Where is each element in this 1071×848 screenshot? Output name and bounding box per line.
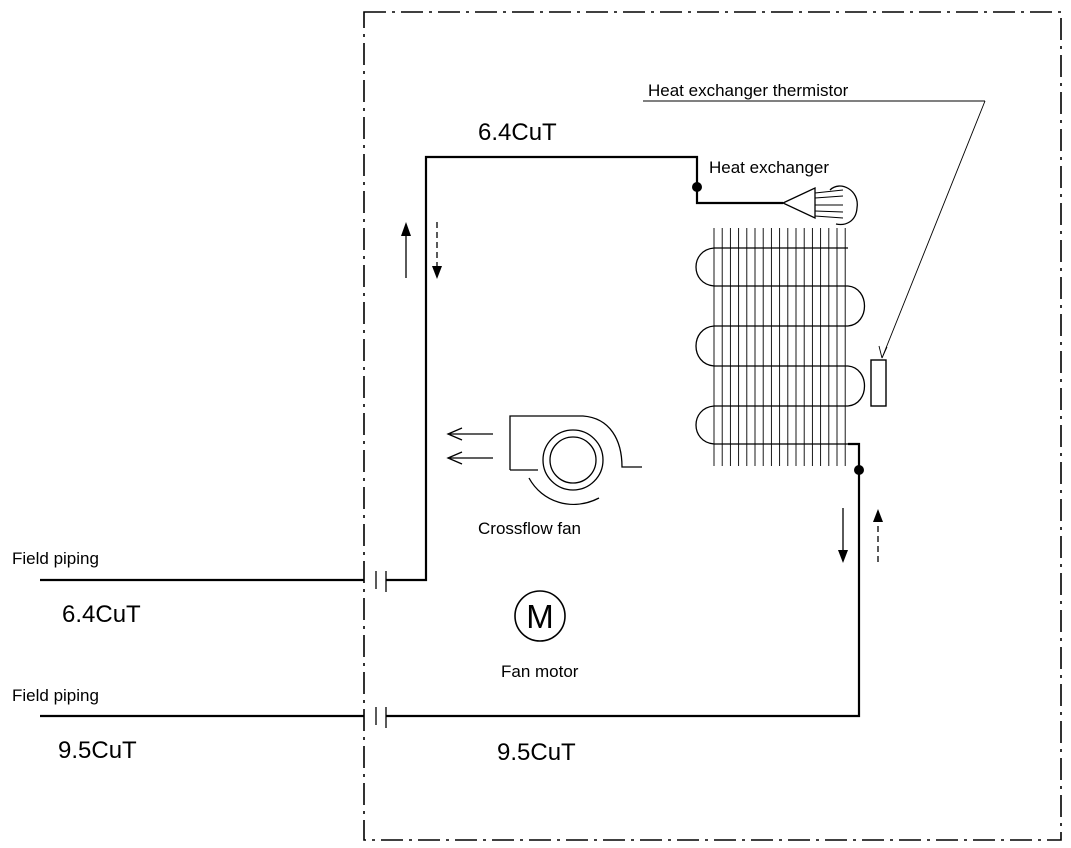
junction-dot-bottom — [854, 465, 864, 475]
crossflow-fan-icon — [509, 415, 642, 506]
field-pipe-size-2: 9.5CuT — [58, 737, 137, 764]
field-piping-label-2: Field piping — [12, 686, 99, 705]
pipe-bottom-label: 9.5CuT — [497, 739, 576, 766]
heat-exchanger-label: Heat exchanger — [709, 158, 829, 177]
thermistor-label: Heat exchanger thermistor — [648, 81, 849, 100]
distributor-icon — [781, 185, 858, 226]
motor-symbol: M — [526, 598, 554, 635]
crossflow-fan-label: Crossflow fan — [478, 519, 581, 538]
fan-motor-icon — [514, 590, 566, 642]
thermistor-leader — [643, 100, 986, 359]
field-pipe-size-1: 6.4CuT — [62, 601, 141, 628]
flow-arrow-icon-right — [838, 508, 883, 563]
pipe-6-4-line — [40, 155, 783, 582]
pipe-top-label: 6.4CuT — [478, 119, 557, 146]
pipe-9-5-line — [40, 442, 861, 718]
heat-exchanger-coil — [695, 228, 865, 466]
flare-joint-bottom — [375, 707, 387, 728]
air-flow-arrows — [446, 427, 493, 465]
fan-motor-label: Fan motor — [501, 662, 579, 681]
junction-dot-top — [692, 182, 702, 192]
thermistor-icon — [870, 359, 887, 407]
flare-joint-top — [375, 571, 387, 592]
field-piping-label-1: Field piping — [12, 549, 99, 568]
flow-arrow-icon — [401, 222, 442, 279]
indoor-unit-boundary — [363, 11, 1062, 841]
